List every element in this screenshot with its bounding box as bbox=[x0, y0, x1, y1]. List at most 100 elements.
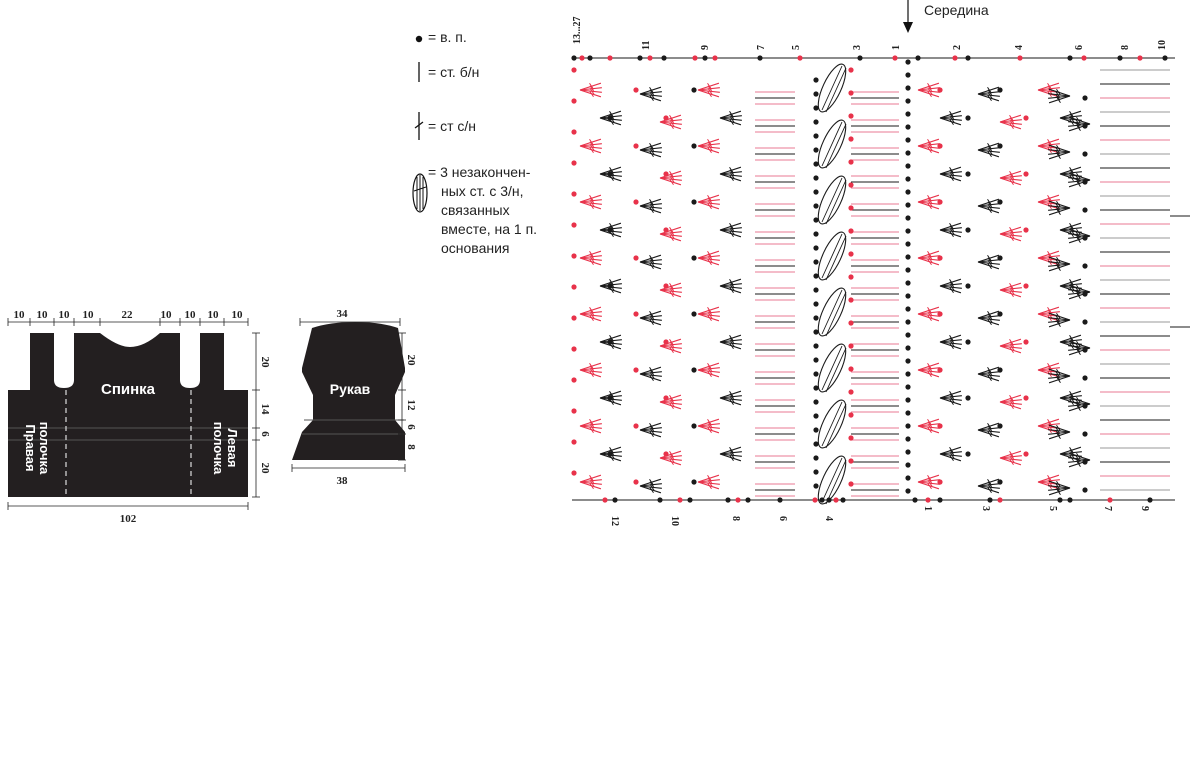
dc-stitch bbox=[719, 117, 742, 126]
chain-dot bbox=[1023, 171, 1029, 177]
dc-stitch bbox=[999, 401, 1022, 410]
dc-stitch bbox=[939, 341, 962, 350]
dc-stitch bbox=[697, 481, 720, 490]
dim-label: 10 bbox=[185, 309, 197, 321]
fan-stitch bbox=[579, 194, 602, 210]
chain-dot bbox=[1081, 55, 1087, 61]
chain-dot bbox=[848, 251, 854, 257]
dc-bar bbox=[949, 281, 955, 289]
dc-stitch bbox=[599, 229, 622, 238]
fan-stitch bbox=[697, 362, 720, 378]
row-number: 5 bbox=[1047, 506, 1058, 511]
cluster-stitch bbox=[817, 175, 847, 225]
chain-dot bbox=[937, 87, 943, 93]
dc-stitch bbox=[999, 289, 1022, 293]
chain-dot bbox=[571, 315, 577, 321]
chain-dot bbox=[965, 283, 971, 289]
right-front-label: Правая bbox=[23, 424, 38, 471]
dc-bar bbox=[707, 311, 713, 319]
dc-bar bbox=[649, 483, 655, 491]
dc-bar bbox=[987, 425, 993, 433]
dc-bar bbox=[949, 398, 954, 406]
chain-dot bbox=[905, 371, 911, 377]
dc-bar bbox=[1047, 309, 1053, 317]
dc-stitch bbox=[579, 145, 602, 154]
dc-bar bbox=[589, 258, 594, 266]
chain-dot bbox=[997, 479, 1003, 485]
cluster-line bbox=[825, 403, 847, 449]
dc-bar bbox=[669, 229, 675, 237]
dc-stitch bbox=[1068, 177, 1091, 181]
fan-stitch bbox=[579, 138, 602, 154]
dc-bar bbox=[649, 313, 655, 321]
chain-dot bbox=[813, 105, 819, 111]
fan-stitch bbox=[977, 254, 1000, 270]
dc-stitch bbox=[1068, 228, 1091, 237]
chain-dot bbox=[777, 497, 783, 503]
dc-stitch bbox=[999, 345, 1022, 349]
chain-dot bbox=[633, 367, 639, 373]
back-label: Спинка bbox=[101, 381, 156, 398]
dc-bar bbox=[589, 479, 595, 487]
fan-stitch bbox=[977, 366, 1000, 382]
dc-stitch bbox=[579, 369, 602, 378]
top-row-numbers: 13...27 11 9 7 5 3 1 2 4 6 8 10 bbox=[572, 17, 1168, 51]
cluster-line bbox=[821, 121, 843, 167]
dc-bar bbox=[649, 259, 655, 267]
dc-bar bbox=[1047, 255, 1053, 263]
dc-bar bbox=[1076, 116, 1081, 124]
chain-dot bbox=[905, 111, 911, 117]
chain-dot bbox=[712, 55, 718, 61]
dc-bar bbox=[649, 203, 655, 211]
cluster-line bbox=[825, 179, 847, 225]
dc-stitch bbox=[639, 205, 662, 209]
chain-dot bbox=[607, 395, 613, 401]
dc-bar bbox=[927, 309, 933, 317]
dc-stitch bbox=[977, 485, 1000, 494]
dc-bar bbox=[949, 230, 954, 238]
chain-dot bbox=[997, 255, 1003, 261]
fan-stitch bbox=[697, 306, 720, 322]
dc-stitch bbox=[939, 285, 962, 289]
fan-stitch bbox=[939, 278, 962, 294]
chain-dot-icon bbox=[415, 35, 423, 43]
dc-stitch bbox=[917, 89, 940, 98]
dc-stitch bbox=[639, 261, 662, 265]
cluster-line bbox=[821, 289, 843, 335]
dc-stitch bbox=[1048, 95, 1071, 99]
cluster-stitch-icon bbox=[412, 173, 428, 213]
dc-bar bbox=[729, 281, 735, 289]
dc-stitch bbox=[599, 285, 622, 294]
dc-stitch bbox=[999, 177, 1022, 186]
chain-dot bbox=[702, 55, 708, 61]
chain-dot bbox=[1107, 497, 1113, 503]
fan-stitch bbox=[659, 226, 682, 242]
dc-bar bbox=[707, 143, 713, 151]
fan-stitch bbox=[1048, 312, 1071, 328]
dc-stitch bbox=[1068, 457, 1091, 461]
chain-dot bbox=[1082, 431, 1088, 437]
chain-dot bbox=[725, 497, 731, 503]
chain-dot bbox=[905, 345, 911, 351]
row-number: 1 bbox=[891, 45, 902, 50]
dc-bar bbox=[949, 174, 954, 182]
dc-bar bbox=[729, 339, 735, 347]
dc-stitch bbox=[659, 289, 682, 298]
cluster-line bbox=[825, 291, 847, 337]
cluster-outline bbox=[817, 343, 847, 393]
row-number: 6 bbox=[1074, 45, 1085, 50]
chain-dot bbox=[848, 481, 854, 487]
dc-bar bbox=[1047, 199, 1053, 207]
fan-stitch bbox=[977, 198, 1000, 214]
dc-bar bbox=[589, 143, 595, 151]
dc-bar bbox=[589, 365, 595, 373]
cluster-line bbox=[821, 233, 843, 279]
fan-stitch bbox=[697, 82, 720, 98]
dc-bar bbox=[589, 199, 595, 207]
fan-stitch bbox=[1048, 256, 1071, 272]
dc-bar bbox=[1056, 488, 1061, 496]
dc-stitch bbox=[917, 257, 940, 266]
cluster-line bbox=[821, 401, 843, 447]
chain-dot bbox=[1147, 497, 1153, 503]
dc-bar bbox=[1009, 229, 1015, 237]
